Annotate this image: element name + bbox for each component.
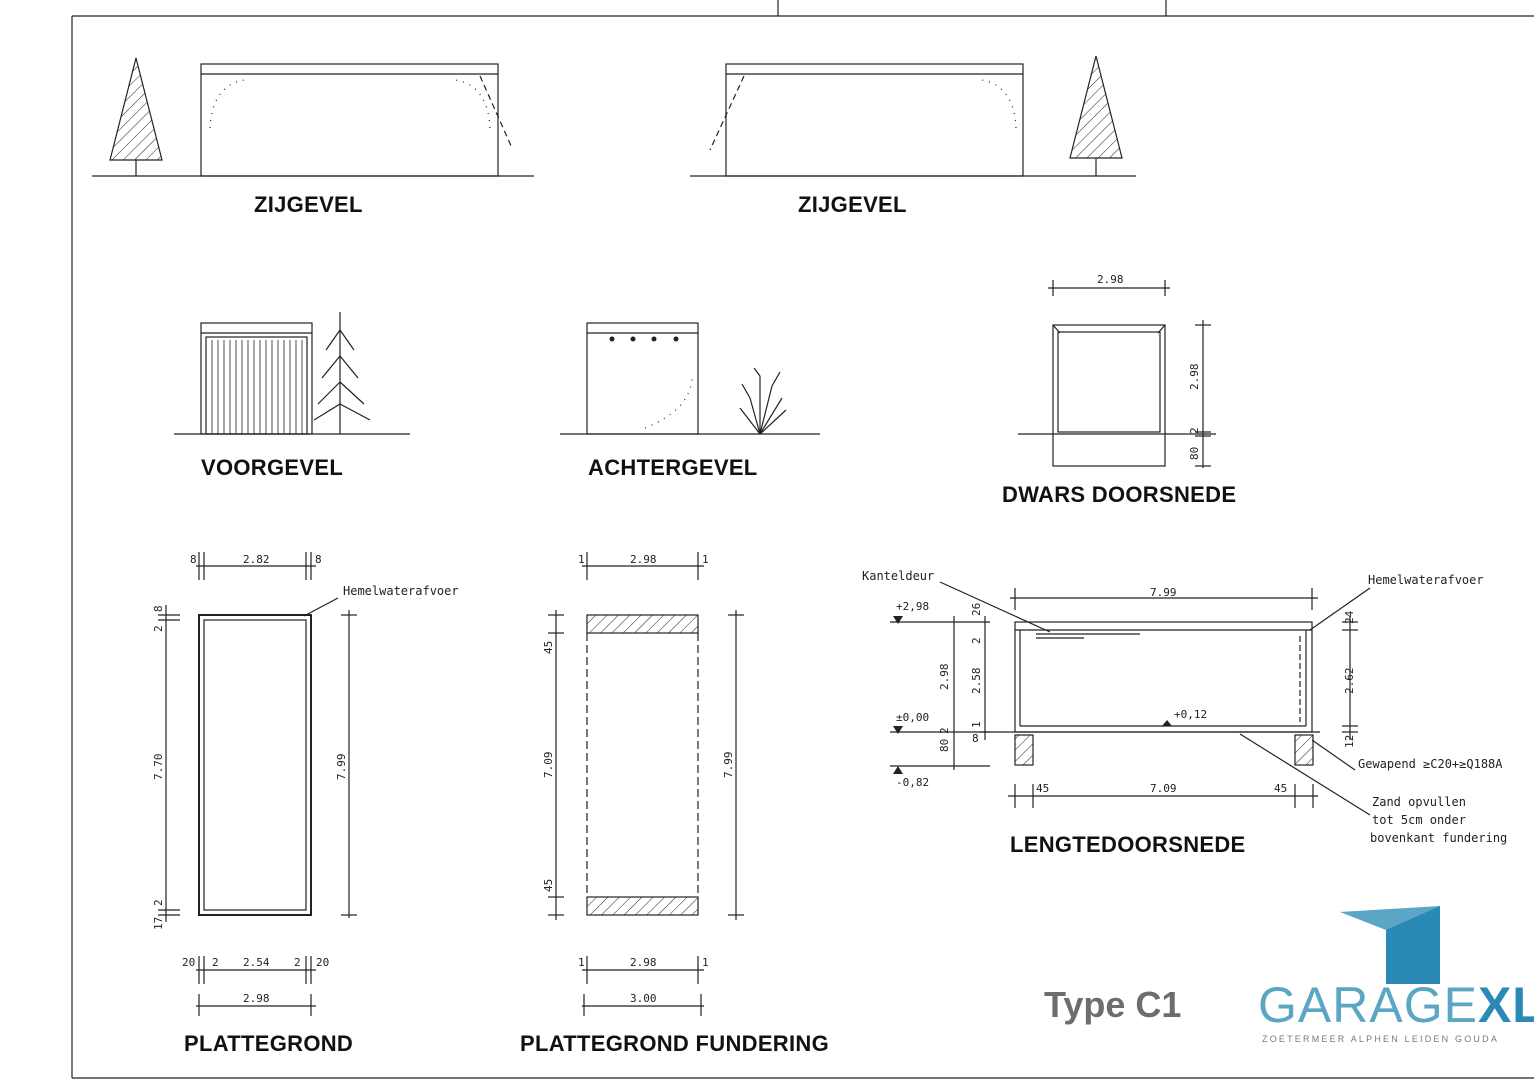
brand-name-bold: XL xyxy=(1477,977,1534,1033)
dim-lengte-m26: 26 xyxy=(970,603,983,616)
brand-name-light: GARAGE xyxy=(1258,977,1478,1033)
dim-dwars-height: 2.98 xyxy=(1188,364,1201,391)
dim-dwars-found: 80 xyxy=(1188,447,1201,460)
sheet-frame xyxy=(71,0,1534,1079)
title-zijgevel-left: ZIJGEVEL xyxy=(254,192,363,217)
dim-fund-right-length: 7.99 xyxy=(722,752,735,779)
dim-lengte-m8: 8 xyxy=(972,732,979,745)
dim-lengte-m2: 2 xyxy=(970,637,983,644)
bush-icon xyxy=(739,367,787,435)
note-zand-2: tot 5cm onder xyxy=(1372,813,1466,827)
dim-lengte-b45b: 45 xyxy=(1274,782,1287,795)
dim-plat-bot-d: 20 xyxy=(316,956,329,969)
dim-lengte-r262: 2.62 xyxy=(1343,668,1356,695)
dim-plat-top-right: 8 xyxy=(315,553,322,566)
title-plattegrond-fundering: PLATTEGROND FUNDERING xyxy=(520,1031,829,1056)
dim-plat-bot-b: 2 xyxy=(212,956,219,969)
lengtedoorsnede-drawing xyxy=(890,581,1371,816)
zijgevel-left-drawing xyxy=(92,57,534,177)
dim-plat-bot-mid: 2.54 xyxy=(243,956,270,969)
level-zero: ±0,00 xyxy=(896,711,929,724)
brand-name: GARAGEXL xyxy=(1258,976,1534,1034)
tree-icon xyxy=(109,57,163,176)
dim-lengte-r24: 24 xyxy=(1343,610,1356,624)
type-label: Type C1 xyxy=(1044,984,1182,1025)
zijgevel-right-drawing xyxy=(690,55,1136,177)
level-bottom: -0,82 xyxy=(896,776,929,789)
note-zand-1: Zand opvullen xyxy=(1372,795,1466,809)
dim-dwars-floor: 2 xyxy=(1188,427,1201,434)
dim-lengte-r12: 12 xyxy=(1343,735,1356,748)
dim-plat-left-top-b: 2 xyxy=(152,625,165,632)
dim-fund-top-right: 1 xyxy=(702,553,709,566)
dim-plat-bot-c: 2 xyxy=(294,956,301,969)
dim-fund-left-bot: 45 xyxy=(542,879,555,892)
title-dwars-doorsnede: DWARS DOORSNEDE xyxy=(1002,482,1237,507)
dim-dwars-width: 2.98 xyxy=(1097,273,1124,286)
title-lengtedoorsnede: LENGTEDOORSNEDE xyxy=(1010,832,1246,857)
dim-fund-top-mid: 2.98 xyxy=(630,553,657,566)
title-zijgevel-right: ZIJGEVEL xyxy=(798,192,907,217)
dim-plat-left-length: 7.70 xyxy=(152,754,165,781)
dwars-doorsnede-drawing xyxy=(1018,280,1216,468)
dim-fund-bot-total: 3.00 xyxy=(630,992,657,1005)
dim-plat-bot-total: 2.98 xyxy=(243,992,270,1005)
note-hemelwaterafvoer-2: Hemelwaterafvoer xyxy=(1368,573,1484,587)
note-zand-3: bovenkant fundering xyxy=(1370,831,1507,845)
brand-locations: ZOETERMEER ALPHEN LEIDEN GOUDA xyxy=(1262,1034,1500,1044)
title-achtergevel: ACHTERGEVEL xyxy=(588,455,758,480)
plattegrond-fundering-drawing xyxy=(548,552,744,1016)
dim-fund-left-top: 45 xyxy=(542,641,555,654)
dim-fund-bot-left: 1 xyxy=(578,956,585,969)
dim-lengte-l2: 2 xyxy=(938,727,951,734)
dim-plat-top-left: 8 xyxy=(190,553,197,566)
level-top: +2,98 xyxy=(896,600,929,613)
dim-plat-left-bot-a: 2 xyxy=(152,899,165,906)
dim-fund-bot-mid: 2.98 xyxy=(630,956,657,969)
garagexl-logo-mark xyxy=(1340,906,1440,984)
dim-fund-top-left: 1 xyxy=(578,553,585,566)
title-plattegrond: PLATTEGROND xyxy=(184,1031,354,1056)
achtergevel-drawing xyxy=(560,322,820,435)
voorgevel-drawing xyxy=(174,312,410,435)
tree-icon xyxy=(1069,55,1123,176)
note-gewapend: Gewapend ≥C20+≥Q188A xyxy=(1358,757,1503,771)
dim-lengte-b45a: 45 xyxy=(1036,782,1049,795)
dim-lengte-m258: 2.58 xyxy=(970,668,983,695)
dim-plat-right-length: 7.99 xyxy=(335,754,348,781)
level-floor: +0,12 xyxy=(1174,708,1207,721)
tree-icon xyxy=(313,312,371,434)
dim-plat-top-mid: 2.82 xyxy=(243,553,270,566)
dim-plat-left-bot-b: 17 xyxy=(152,917,165,930)
dim-fund-left-mid: 7.09 xyxy=(542,752,555,779)
dim-lengte-l298: 2.98 xyxy=(938,664,951,691)
dim-lengte-top: 7.99 xyxy=(1150,586,1177,599)
note-hemelwaterafvoer-1: Hemelwaterafvoer xyxy=(343,584,459,598)
plattegrond-drawing xyxy=(158,552,357,1016)
dim-lengte-l80: 80 xyxy=(938,739,951,752)
dim-fund-bot-right: 1 xyxy=(702,956,709,969)
title-voorgevel: VOORGEVEL xyxy=(201,455,344,480)
dim-lengte-b709: 7.09 xyxy=(1150,782,1177,795)
dim-lengte-m1: 1 xyxy=(970,721,983,728)
dim-plat-left-top-a: 8 xyxy=(152,605,165,612)
note-kanteldeur: Kanteldeur xyxy=(862,569,934,583)
dim-plat-bot-a: 20 xyxy=(182,956,195,969)
